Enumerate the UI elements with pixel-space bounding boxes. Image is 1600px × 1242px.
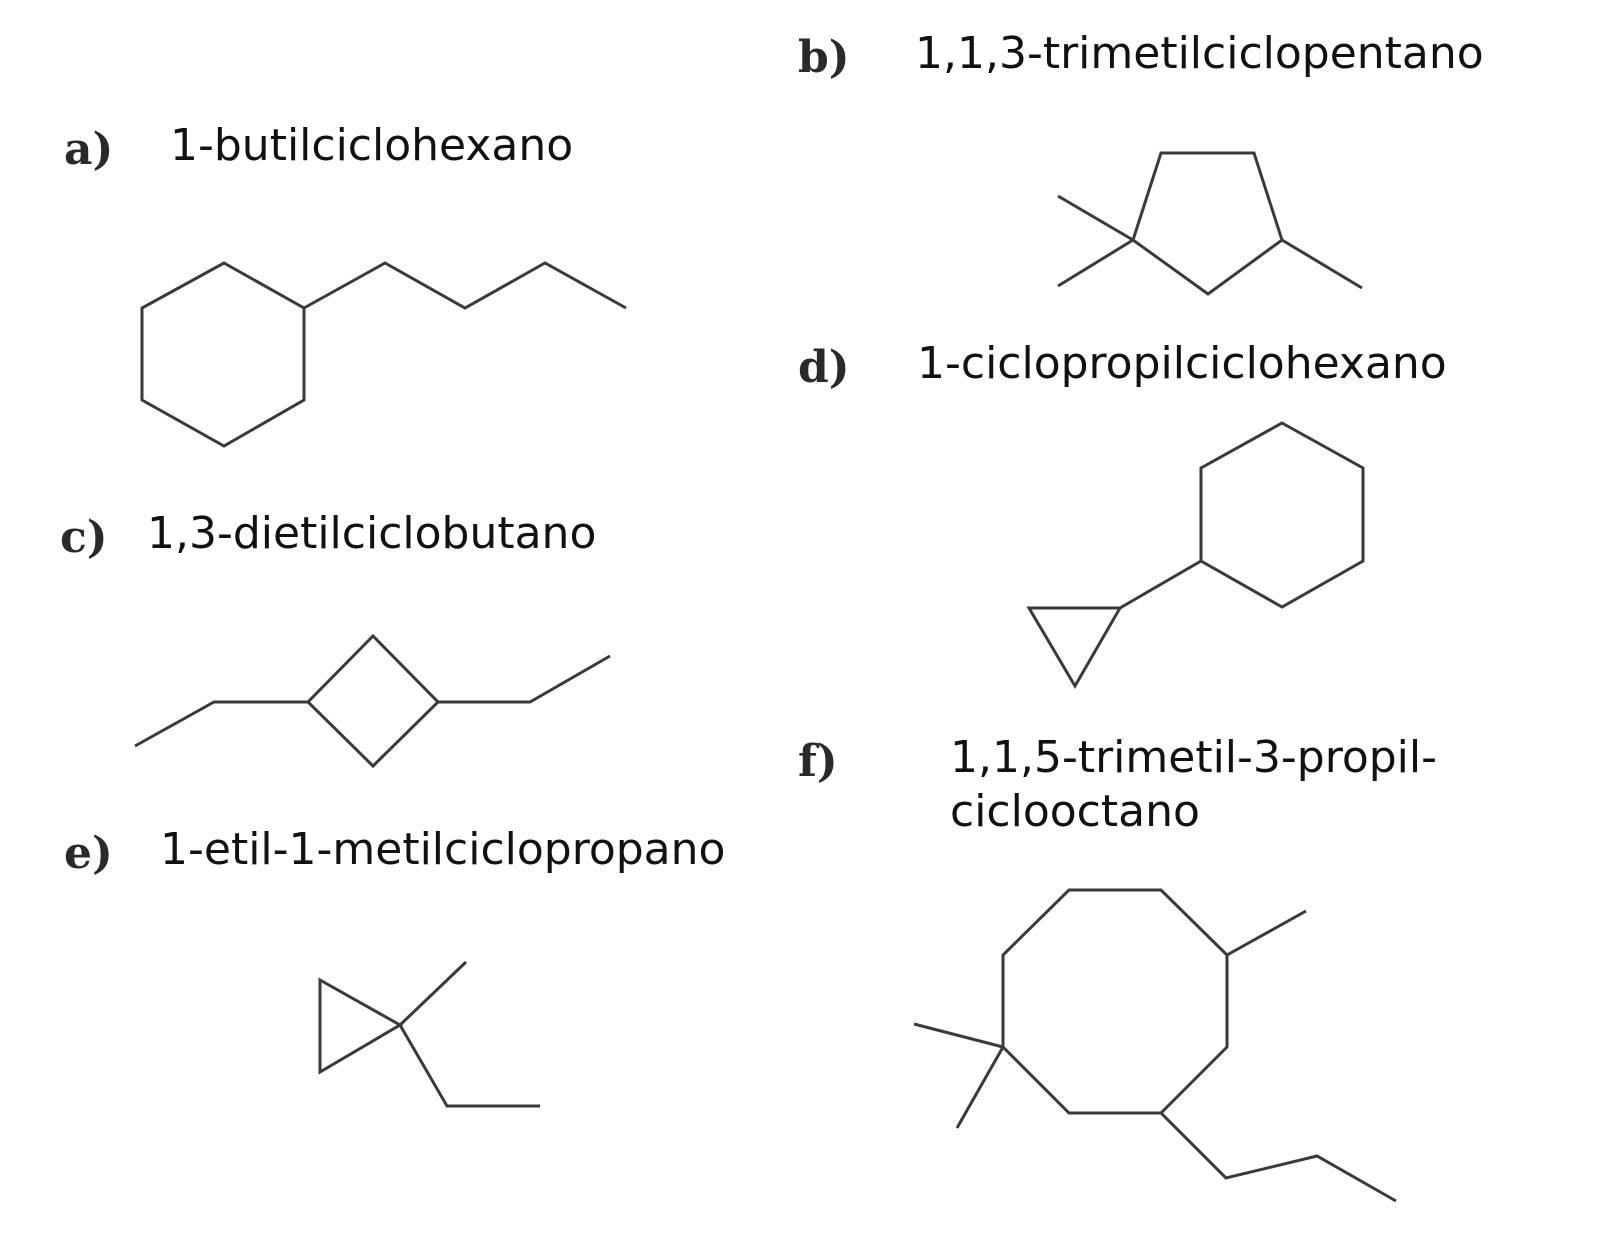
methyl-b-2 — [1057, 238, 1134, 288]
cyclobutane-ring-c — [305, 633, 441, 769]
item-f-name-line1: 1,1,5-trimetil-3-propil- — [950, 732, 1438, 783]
structure-c-diethylcyclobutane — [134, 633, 611, 769]
item-b-letter: b) — [798, 32, 850, 83]
cyclopentane-ring-b — [1131, 151, 1284, 296]
cyclopropane-ring-e — [318, 977, 404, 1075]
item-e-letter: e) — [64, 828, 113, 879]
structure-f-trimethylpropylcyclooctane — [913, 888, 1397, 1203]
item-e-name: 1-etil-1-metilciclopropano — [160, 824, 726, 875]
structure-d-cyclopropylcyclohexane — [1026, 421, 1365, 689]
item-d-letter: d) — [798, 342, 850, 393]
structure-a-butylcyclohexane — [140, 261, 627, 448]
methyl-b-3 — [1281, 238, 1363, 290]
butyl-chain-a — [303, 261, 627, 310]
item-c-name: 1,3-dietilciclobutano — [147, 508, 597, 559]
methyl-f-1 — [913, 1022, 1004, 1049]
item-f-letter: f) — [798, 736, 838, 787]
item-f-name-line2: ciclooctano — [950, 786, 1200, 837]
item-b-name: 1,1,3-trimetilciclopentano — [915, 28, 1484, 79]
structure-b-trimethylcyclopentane — [1057, 151, 1363, 296]
cyclooctane-ring-f — [1001, 888, 1229, 1115]
methyl-b-1 — [1057, 194, 1134, 242]
methyl-f-3 — [1226, 909, 1307, 957]
structure-e-ethylmethylcyclopropane — [318, 960, 540, 1108]
ethyl-e — [398, 1024, 540, 1108]
item-c-letter: c) — [60, 512, 108, 563]
propyl-f — [1159, 1111, 1397, 1203]
cyclopropane-ring-d — [1026, 606, 1123, 689]
item-a-name: 1-butilciclohexano — [170, 120, 574, 171]
ethyl-c-left — [134, 700, 308, 748]
ethyl-c-right — [438, 654, 611, 704]
connector-d — [1119, 559, 1202, 610]
cyclohexane-ring-d — [1199, 421, 1365, 609]
methyl-f-2 — [955, 1046, 1005, 1129]
cyclohexane-ring-a — [140, 261, 306, 448]
item-d-name: 1-ciclopropilciclohexano — [917, 338, 1447, 389]
item-a-letter: a) — [64, 124, 114, 175]
methyl-e — [398, 960, 468, 1027]
